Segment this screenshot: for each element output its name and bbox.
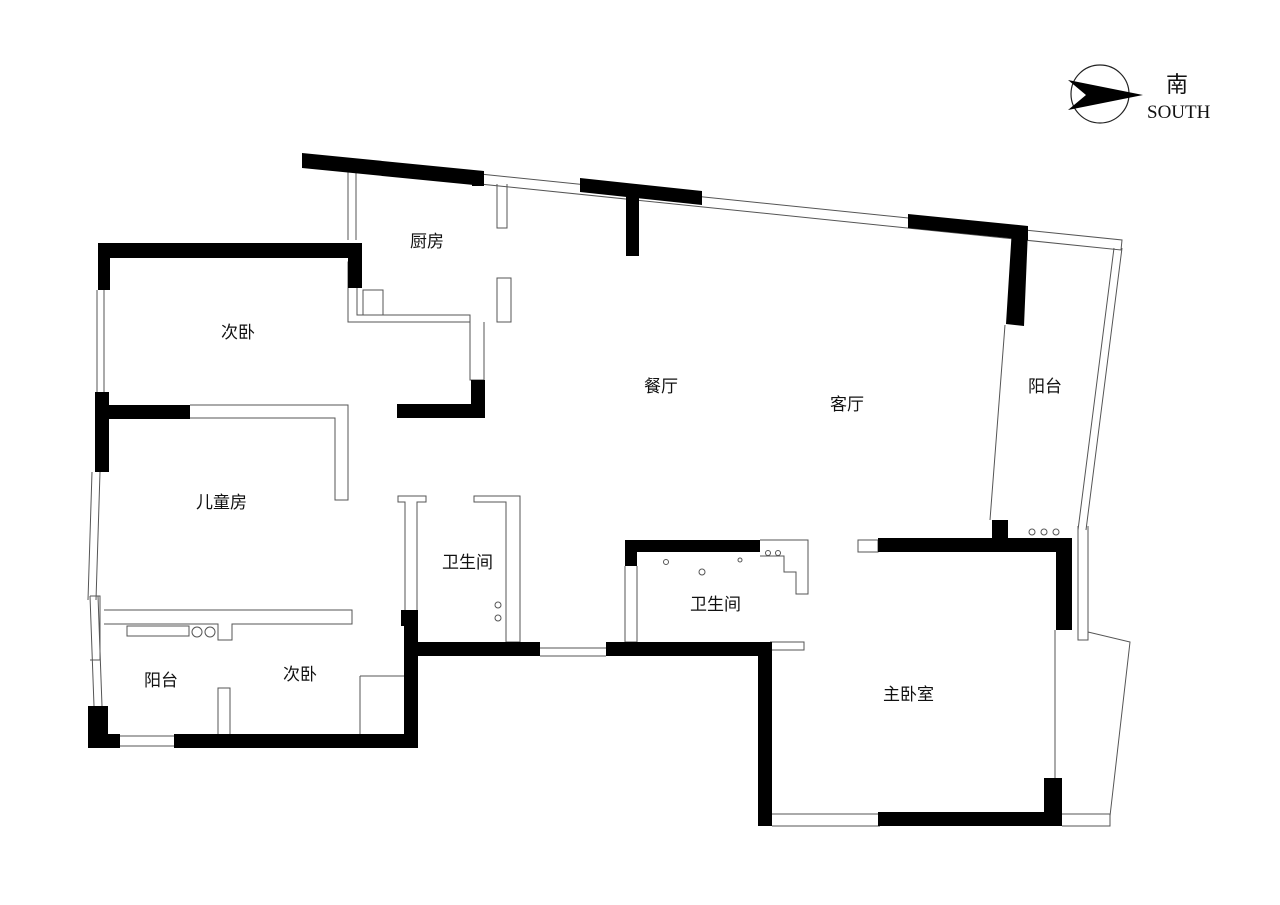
bottom-partition xyxy=(104,609,353,641)
bath-center-fixture-b xyxy=(698,568,706,576)
wall-bedroom-top xyxy=(98,243,360,258)
kitchen-inner xyxy=(347,261,471,323)
fixture-1 xyxy=(191,626,203,638)
bath-center-fixture-a xyxy=(663,559,669,565)
wall-master-se xyxy=(1044,778,1062,826)
wall-bath-left-stub xyxy=(401,610,418,626)
bottom-door xyxy=(540,647,606,657)
master-door-stub xyxy=(857,539,879,553)
label-bathroom-left: 卫生间 xyxy=(442,553,493,573)
bottom-window xyxy=(120,735,175,747)
east-balcony-outline xyxy=(989,247,1123,531)
west-window-3 xyxy=(89,595,103,707)
label-kitchen: 厨房 xyxy=(410,232,444,252)
compass-arrow-icon xyxy=(1068,80,1143,110)
corridor-post xyxy=(469,322,485,381)
label-bedroom-top: 次卧 xyxy=(221,323,255,343)
wall-corridor-b xyxy=(471,380,485,418)
wall-bottom-a xyxy=(404,642,540,656)
kitchen-partition-a xyxy=(496,184,508,229)
wall-master-north xyxy=(878,538,1072,552)
room-labels: 厨房 次卧 餐厅 客厅 阳台 儿童房 卫生间 卫生间 主卧室 阳台 次卧 xyxy=(144,232,1062,705)
bath-center-fixture-d xyxy=(765,550,771,556)
compass-label-en: SOUTH xyxy=(1147,102,1211,123)
balcony-fixture xyxy=(126,625,190,637)
fixture-2 xyxy=(204,626,216,638)
west-window-1 xyxy=(96,290,105,392)
wall-master-south xyxy=(878,812,1062,826)
compass: 南 SOUTH xyxy=(1068,64,1211,124)
label-dining: 餐厅 xyxy=(644,377,678,397)
label-master-bedroom: 主卧室 xyxy=(883,685,934,705)
wall-dining-post xyxy=(626,196,639,256)
label-balcony-east: 阳台 xyxy=(1028,377,1062,397)
wall-bath-left-post xyxy=(404,624,418,740)
wardrobe xyxy=(359,675,405,736)
wall-west-2 xyxy=(95,392,109,472)
compass-label-cn: 南 xyxy=(1166,73,1188,98)
wall-corridor-a xyxy=(397,404,485,418)
wall-top-right xyxy=(908,214,1028,240)
kitchen-cabinet xyxy=(362,289,384,316)
master-bottom-window xyxy=(772,813,1111,827)
bath-center-fixture-e xyxy=(775,550,781,556)
kitchen-partition-b xyxy=(496,277,512,323)
wall-bath-center-left xyxy=(625,540,637,566)
wall-master-west xyxy=(758,642,772,826)
balcony-divider xyxy=(217,687,231,737)
bath-fixture-a xyxy=(494,601,502,609)
wall-kitchen-left xyxy=(348,243,362,288)
wall-bottom-bedroom xyxy=(174,734,418,748)
wall-bedroom-split xyxy=(98,405,190,419)
walls xyxy=(88,153,1072,826)
east-fixture-3 xyxy=(1052,528,1060,536)
east-fixture-1 xyxy=(1028,528,1036,536)
label-bathroom-center: 卫生间 xyxy=(690,595,741,615)
wall-kitchen-stub xyxy=(472,171,484,186)
label-living: 客厅 xyxy=(830,395,864,415)
label-balcony-west: 阳台 xyxy=(144,671,178,691)
wall-east-post xyxy=(1006,228,1028,326)
label-kids-room: 儿童房 xyxy=(196,493,247,513)
kids-top-partition xyxy=(190,404,349,501)
wall-top-mid xyxy=(580,178,702,205)
wall-bath-center-top xyxy=(625,540,760,552)
bath-center-wall xyxy=(760,539,809,595)
wall-sw-bottom xyxy=(88,734,120,748)
wall-west-1 xyxy=(98,243,110,290)
wall-top-left xyxy=(302,153,484,186)
label-bedroom-bottom: 次卧 xyxy=(283,665,317,685)
master-balcony-outline xyxy=(1054,526,1131,817)
kitchen-window xyxy=(347,172,357,240)
wall-bottom-b xyxy=(606,642,770,656)
bath-fixture-b xyxy=(494,614,502,622)
wall-east-stub xyxy=(992,520,1008,540)
wall-master-east xyxy=(1056,538,1072,630)
east-fixture-2 xyxy=(1040,528,1048,536)
bath-center-fixture-f xyxy=(737,557,743,563)
west-window-2 xyxy=(87,471,101,601)
